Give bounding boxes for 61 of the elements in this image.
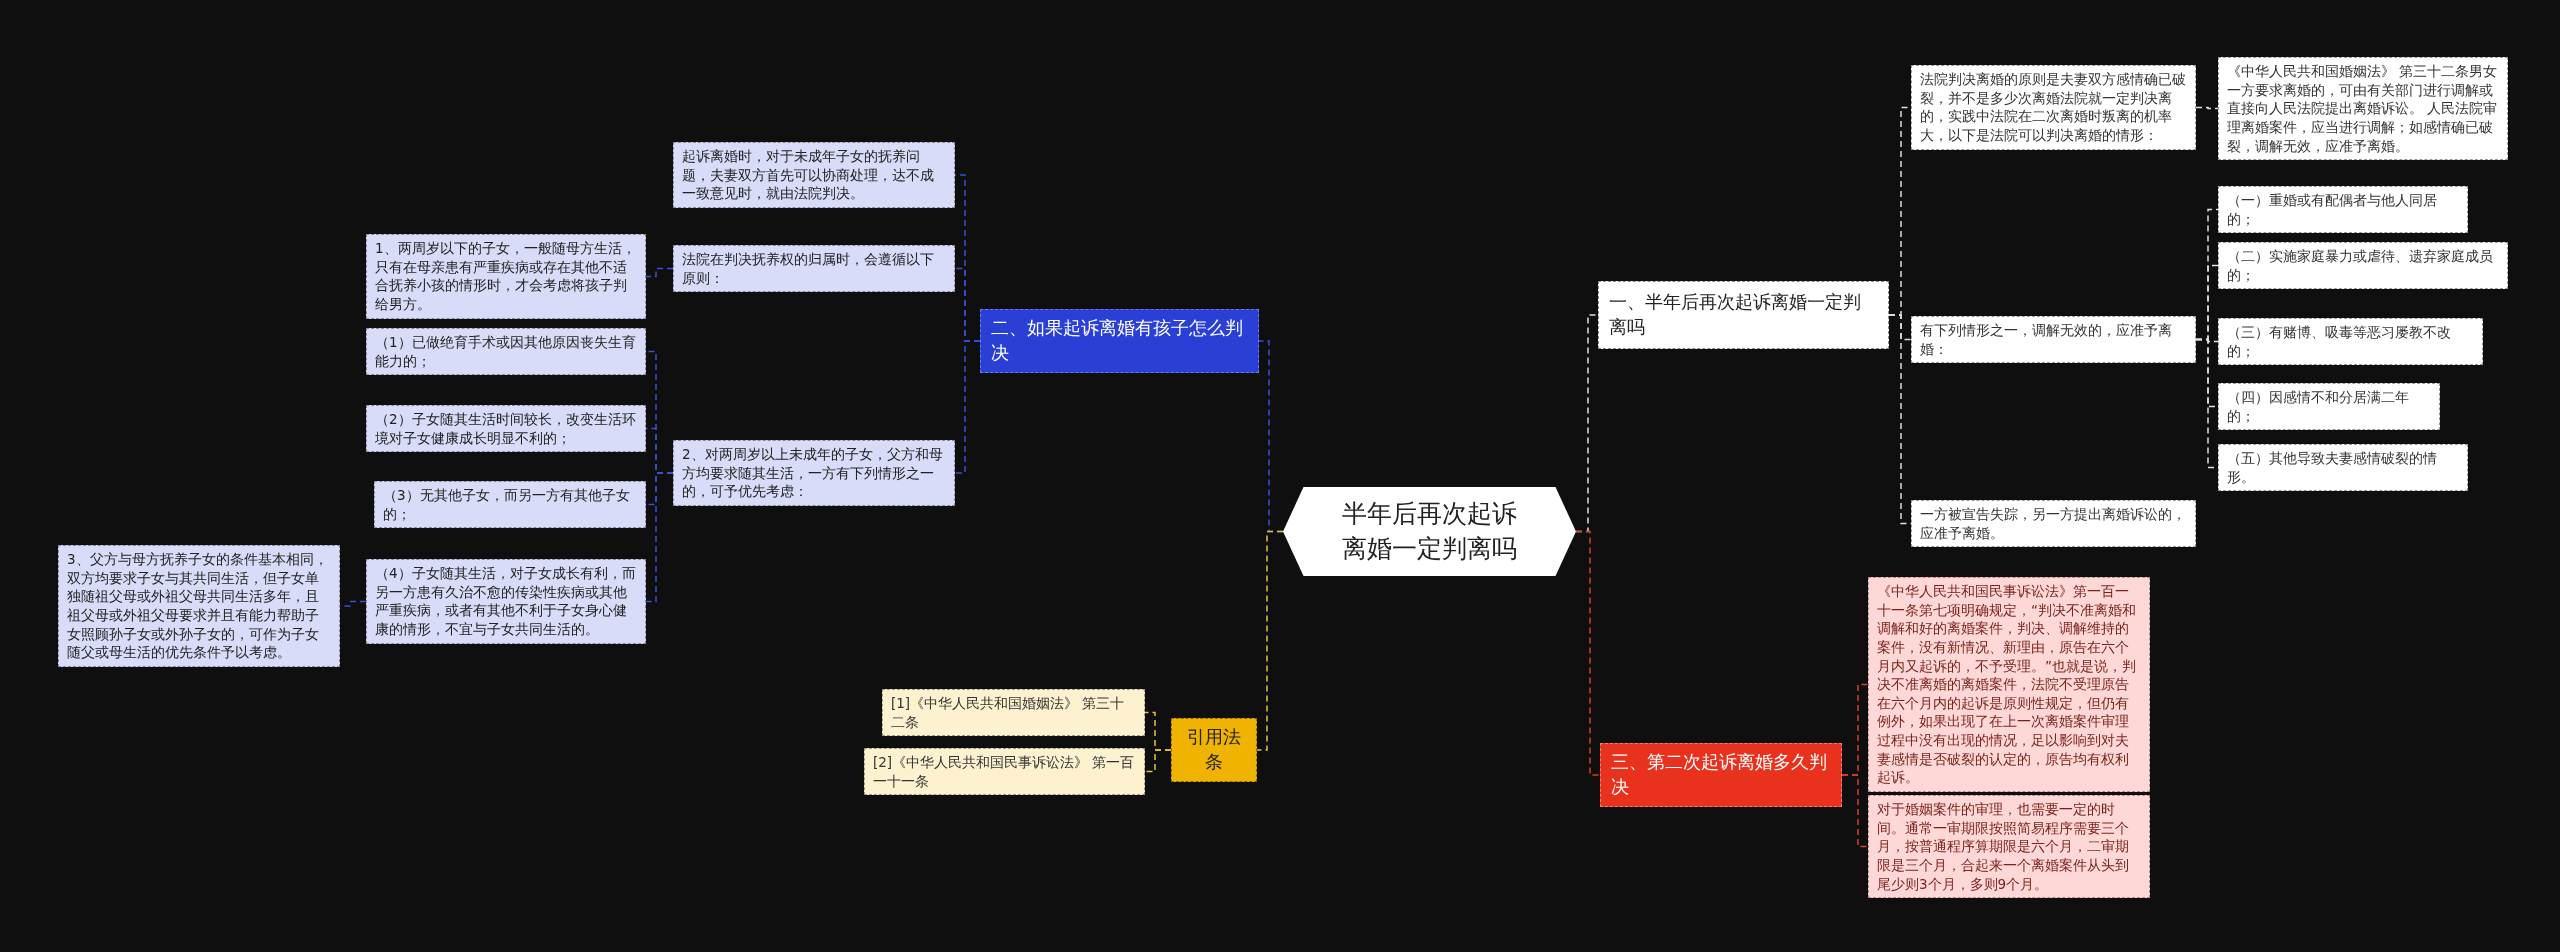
node-text: 3、父方与母方抚养子女的条件基本相同，双方均要求子女与其共同生活，但子女单独随祖父母或外祖父母共同生活多年，且祖父母或外祖父母要求并且有能力帮助子女照顾孙子女或外孙子女的，可作为子女随父或母生活的优先条件予以考虑。 — [67, 551, 328, 661]
connector-line — [954, 340, 981, 474]
node-text: 二、如果起诉离婚有孩子怎么判决 — [991, 317, 1243, 363]
connector-line — [645, 267, 674, 278]
connector-line — [1256, 530, 1284, 751]
node-text: 法院判决离婚的原则是夫妻双方感情确已破裂，并不是多少次离婚法院就一定判决离的，实践中法院在二次离婚时叛离的机率大，以下是法院可以判决离婚的情形： — [1920, 71, 2186, 143]
branch-topic — [1598, 281, 1889, 349]
central-topic-hexagon — [1283, 487, 1576, 576]
note-box — [374, 481, 646, 529]
node-text: 一、半年后再次起诉离婚一定判离吗 — [1609, 291, 1861, 337]
node-text: （3）无其他子女，而另一方有其他子女的； — [383, 487, 630, 522]
node-text: （一）重婚或有配偶者与他人同居的； — [2227, 192, 2437, 227]
node-text: 《中华人民共和国民事诉讼法》第一百一十一条第七项明确规定，“判决不准离婚和调解和好的离婚案件，判决、调解维持的案件，没有新情况、新理由，原告在六个月内又起诉的，不予受理。”也就是说，判决不准离婚的离婚案件，法院不受理原告在六个月内的起诉是原则性规定，但仍有例外，如果出现了在上一次离婚案件审理过程中没有出现的情况，足以影响到对夫妻感情是否破裂的认定的，原告均有权利起诉。 — [1877, 583, 2136, 786]
node-text: 一方被宣告失踪，另一方提出离婚诉讼的，应准予离婚。 — [1920, 506, 2186, 541]
note-box — [366, 405, 646, 453]
note-box — [2218, 186, 2468, 234]
note-box — [366, 328, 646, 376]
citation-box — [882, 689, 1145, 737]
node-text: 引用法条 — [1187, 726, 1241, 772]
note-box — [2218, 444, 2468, 492]
node-text: 对于婚姻案件的审理，也需要一定的时间。通常一审期限按照简易程序需要三个月，按普通程序算期限是六个月，二审期限是三个月，合起来一个离婚案件从头到尾少则3个月，多则9个月。 — [1877, 801, 2129, 892]
node-text: （2）子女随其生活时间较长，改变生活环境对子女健康成长明显不利的； — [375, 411, 636, 446]
node-text: 法院在判决抚养权的归属时，会遵循以下原则： — [682, 251, 934, 286]
node-text: （4）子女随其生活，对子女成长有利，而另一方患有久治不愈的传染性疾病或其他严重疾病，或者有其他不利于子女身心健康的情形，不宜与子女共同生活的。 — [375, 565, 636, 637]
note-box — [1911, 65, 2196, 150]
node-text: [1]《中华人民共和国婚姻法》 第三十二条 — [891, 695, 1125, 730]
note-box — [673, 142, 955, 208]
connector-line — [1144, 749, 1172, 773]
note-box — [366, 559, 646, 644]
note-box — [673, 440, 955, 506]
branch-topic — [1600, 743, 1842, 807]
note-box — [2218, 318, 2483, 366]
branch-topic — [980, 309, 1259, 373]
connector-line — [1575, 530, 1601, 776]
note-box — [366, 234, 646, 319]
connector-line — [645, 472, 674, 603]
note-box — [1868, 795, 2150, 899]
node-text: （二）实施家庭暴力或虐待、遗弃家庭成员的； — [2227, 248, 2493, 283]
node-text: （1）已做绝育手术或因其他原因丧失生育能力的； — [375, 334, 636, 369]
note-box — [2218, 242, 2508, 290]
node-text: 有下列情形之一，调解无效的，应准予离婚： — [1920, 322, 2172, 357]
node-text: 起诉离婚时，对于未成年子女的抚养问题，夫妻双方首先可以协商处理，达不成一致意见时，就由法院判决。 — [682, 148, 934, 202]
note-box — [58, 545, 340, 667]
node-text: （三）有赌博、吸毒等恶习屡教不改的； — [2227, 324, 2451, 359]
citation-box — [864, 748, 1145, 796]
node-text: 半年后再次起诉离婚一定判离吗 — [1341, 498, 1518, 565]
node-text: 《中华人民共和国婚姻法》 第三十二条男女一方要求离婚的，可由有关部门进行调解或直接向人民法院提出离婚诉讼。 人民法院审理离婚案件，应当进行调解；如感情确已破裂，调解无效，应准予离婚。 — [2227, 63, 2498, 154]
connector-line — [1841, 774, 1869, 848]
note-box — [1911, 316, 2196, 364]
node-text: 三、第二次起诉离婚多久判决 — [1611, 751, 1827, 797]
connector-line — [2195, 106, 2219, 110]
note-box — [2218, 383, 2440, 431]
note-box — [673, 245, 955, 293]
node-text: 2、对两周岁以上未成年的子女，父方和母方均要求随其生活，一方有下列情形之一的，可予优先考虑： — [682, 446, 943, 500]
node-text: （五）其他导致夫妻感情破裂的情形。 — [2227, 450, 2437, 485]
node-text: 1、两周岁以下的子女，一般随母方生活，只有在母亲患有严重疾病或存在其他不适合抚养小孩的情形时，才会考虑将孩子判给男方。 — [375, 240, 636, 312]
note-box — [2218, 57, 2508, 161]
node-text: [2]《中华人民共和国民事诉讼法》 第一百一十一条 — [873, 754, 1135, 789]
branch-topic — [1171, 718, 1257, 782]
note-box — [1911, 500, 2196, 548]
node-text: （四）因感情不和分居满二年的； — [2227, 389, 2409, 424]
